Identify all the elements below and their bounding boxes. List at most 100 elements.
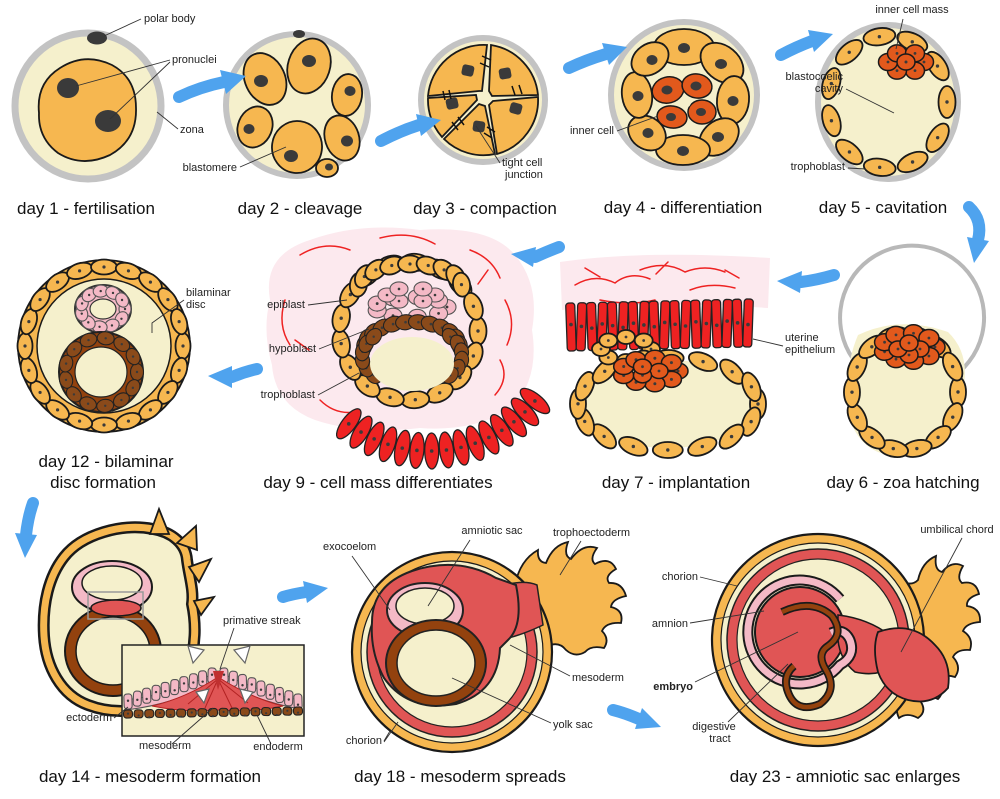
label-trophoblast: trophoblast — [261, 389, 315, 401]
label-polar-body: polar body — [144, 13, 196, 25]
digestive-tract-tube — [780, 602, 842, 711]
label-uterine: uterine — [785, 332, 819, 344]
label-endoderm: endoderm — [253, 741, 303, 753]
amniotic-sac-cavity — [395, 587, 455, 625]
label-mesoderm: mesoderm — [139, 740, 191, 752]
label-digestive: digestive — [692, 721, 735, 733]
yolk-sac-cavity — [396, 629, 476, 697]
arrow-day12-to-day14 — [15, 497, 39, 558]
caption-day18: day 18 - mesoderm spreads — [354, 767, 566, 786]
uterine-tissue — [560, 254, 770, 310]
stage-day1-fertilisation: polar body pronuclei zona day 1 - fertil… — [11, 13, 217, 218]
arrow-day1-to-day2 — [173, 70, 246, 103]
caption-day3: day 3 - compaction — [413, 199, 557, 218]
uterine-epithelium-band — [335, 387, 551, 470]
stage-day9-cell-mass-differentiates: epiblast hypoblast trophoblast day 9 - c… — [261, 227, 551, 492]
trophoblast-top-cap — [348, 254, 472, 298]
inset-detail-box — [121, 644, 305, 737]
arrow-day4-to-day5 — [775, 30, 833, 61]
label-tight-cell-junction: tight cell — [502, 157, 542, 169]
primitive-streak-notch — [213, 671, 224, 690]
stage-day4-differentiation: inner cell day 4 - differentiation — [570, 19, 762, 217]
amniotic-cavity — [81, 565, 143, 601]
caption-day12-line2: disc formation — [50, 473, 156, 492]
label-cavity: cavity — [815, 83, 844, 95]
label-yolk-sac: yolk sac — [553, 719, 593, 731]
label-hypoblast: hypoblast — [269, 343, 316, 355]
caption-day4: day 4 - differentiation — [604, 198, 762, 217]
compacted-cells — [427, 43, 539, 157]
label-chorion: chorion — [346, 735, 382, 747]
tight-junction-marks — [442, 55, 523, 139]
label-mesoderm: mesoderm — [572, 672, 624, 684]
label-primative-streak: primative streak — [223, 615, 301, 627]
umbilical-chord-mass — [874, 627, 950, 703]
stage-day3-compaction: tight cell junction day 3 - compaction — [413, 35, 557, 218]
label-amnion: amnion — [652, 618, 688, 630]
yolk-cavity — [74, 346, 128, 398]
trophoblast-cell-ring — [569, 349, 767, 459]
pronucleus-1 — [57, 78, 79, 98]
trophoblast-cell-ring — [821, 27, 957, 177]
caption-day14: day 14 - mesoderm formation — [39, 767, 261, 786]
flow-arrows — [15, 30, 989, 729]
label-tight-cell-junction-2: junction — [504, 169, 543, 181]
label-amniotic-sac: amniotic sac — [461, 525, 523, 537]
label-bilaminar: bilaminar — [186, 287, 231, 299]
blastomere-cells — [236, 30, 364, 178]
stage-day5-cavitation: inner cell mass blastocoelic cavity trop… — [786, 4, 961, 217]
inner-cell-cluster — [651, 73, 717, 129]
yolk-ring-cells — [58, 331, 145, 413]
label-embryo: embryo — [653, 681, 693, 693]
pronucleus-2 — [95, 110, 121, 132]
label-epiblast: epiblast — [267, 299, 305, 311]
label-ectoderm: ectoderm — [66, 712, 112, 724]
inner-cell-mass-core — [632, 358, 669, 384]
ingress-arrow-left — [187, 645, 206, 665]
stage-day7-implantation: uterine epithelium day 7 - implantation — [560, 254, 835, 492]
label-trophoblast: trophoblast — [791, 161, 845, 173]
endoderm-cells — [122, 706, 304, 719]
blastocoel-cavity — [370, 337, 454, 391]
inset-marker-box — [87, 591, 144, 620]
label-epithelium: epithelium — [785, 344, 835, 356]
stage-day14-mesoderm-formation: ectoderm primative streak ectoderm mesod… — [37, 506, 305, 786]
polar-body — [87, 31, 107, 45]
label-inner-cell: inner cell — [570, 125, 614, 137]
stage-day18-mesoderm-spreads: exocoelom amniotic sac trophoectoderm me… — [323, 525, 630, 786]
caption-day9: day 9 - cell mass differentiates — [263, 473, 492, 492]
caption-day7: day 7 - implantation — [602, 473, 750, 492]
label-blastomere: blastomere — [183, 162, 237, 174]
spread-arrow-left — [194, 688, 210, 705]
caption-day23: day 23 - amniotic sac enlarges — [730, 767, 961, 786]
spread-arrow-right — [239, 688, 255, 705]
label-tract: tract — [709, 733, 730, 745]
label-blastocoelic: blastocoelic — [786, 71, 844, 83]
arrow-day14-to-day18 — [277, 581, 328, 603]
epiblast-cells-row2 — [377, 281, 445, 309]
outer-cells — [620, 28, 750, 166]
amniotic-ring-cells — [74, 284, 132, 334]
ingress-arrow-right — [232, 645, 251, 665]
trophoblast-shell-cells — [16, 258, 192, 434]
caption-day2: day 2 - cleavage — [238, 199, 363, 218]
stage-day2-cleavage: blastomere day 2 - cleavage — [183, 30, 371, 218]
label-pronuclei: pronuclei — [172, 54, 217, 66]
label-disc: disc — [186, 299, 206, 311]
label-inner-cell-mass: inner cell mass — [875, 4, 949, 16]
zona-ring — [815, 22, 961, 182]
label-trophoectoderm: trophoectoderm — [553, 527, 630, 539]
hatching-zona-shell — [838, 243, 987, 382]
ectoderm-cells-right — [219, 667, 303, 710]
arrow-day5-to-day6 — [963, 201, 989, 263]
stage-day6-zoa-hatching: day 6 - zoa hatching — [826, 243, 987, 492]
arrow-day3-to-day4 — [563, 43, 627, 74]
stage-day12-bilaminar-disc: bilaminar disc day 12 - bilaminar disc f… — [16, 258, 231, 492]
arrow-day9-to-day12 — [208, 363, 263, 388]
arrow-day6-to-day7 — [777, 269, 840, 293]
uterine-epithelium-cells — [565, 298, 754, 352]
label-chorion: chorion — [662, 571, 698, 583]
inner-cell-mass-core — [888, 334, 930, 364]
